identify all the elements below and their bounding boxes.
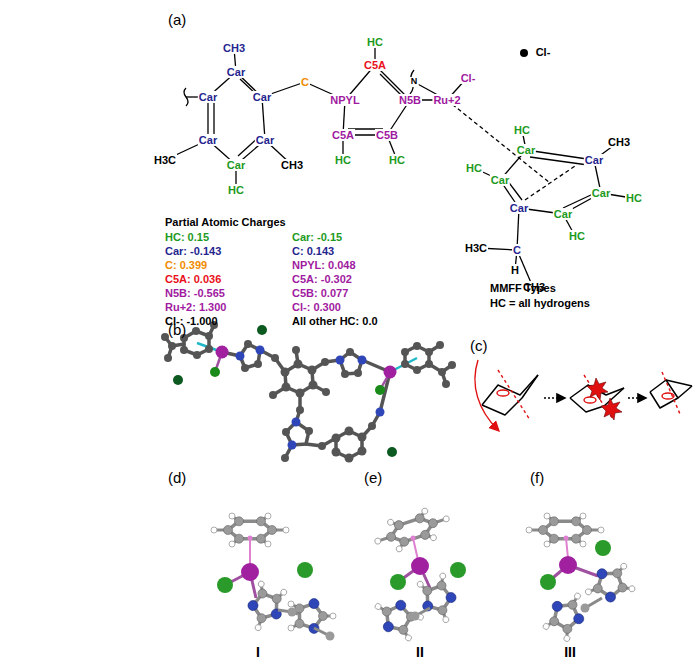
group-label: H3C — [464, 242, 488, 254]
charge-entry: NPYL: 0.048 — [292, 259, 356, 271]
group-label: CH3 — [607, 136, 631, 148]
atom-type-label: Car — [198, 134, 218, 146]
atom-type-label: C — [300, 76, 310, 88]
atom-type-label: HC — [366, 36, 384, 48]
charge-entry: All other HC: 0.0 — [292, 315, 378, 327]
atom-type-label: Car — [509, 202, 529, 214]
atom-type-label: HC — [465, 162, 483, 174]
panel-label: (f) — [530, 470, 544, 487]
atom-type-label: Car — [226, 66, 246, 78]
charge-entry: HC: 0.15 — [165, 231, 209, 243]
charge-entry: Car: -0.15 — [292, 231, 342, 243]
atom-type-label: Car — [553, 208, 573, 220]
charge-entry: C5B: 0.077 — [292, 287, 348, 299]
atom-type-label: HC — [227, 184, 245, 196]
atom-type-label: Ru+2 — [432, 94, 461, 106]
charge-entry: C: 0.399 — [165, 259, 207, 271]
conformer-label: I — [256, 645, 260, 660]
atom-type-label: HC — [568, 230, 586, 242]
atom-label: N — [410, 77, 419, 87]
charge-entry: Car: -0.143 — [165, 245, 221, 257]
legend-note: HC = all hydrogens — [490, 297, 590, 309]
charge-entry: Cl-: 0.300 — [292, 301, 341, 313]
panel-label: (c) — [470, 338, 488, 355]
atom-type-label: N5B — [398, 94, 422, 106]
panel-label: (a) — [168, 12, 186, 29]
charges-heading: Partial Atomic Charges — [165, 216, 286, 228]
panel-label: (b) — [168, 322, 186, 339]
atom-type-label: NPYL — [329, 94, 360, 106]
charge-entry: C5A: 0.036 — [165, 273, 221, 285]
atom-type-label: HC — [334, 154, 352, 166]
atom-label: H — [510, 264, 520, 276]
charge-entry: C: 0.143 — [292, 245, 334, 257]
charge-entry: C5A: -0.302 — [292, 273, 352, 285]
atom-type-label: C5A — [331, 129, 355, 141]
atom-type-label: CH3 — [222, 42, 246, 54]
atom-type-label: Car — [255, 134, 275, 146]
group-label: H3C — [153, 154, 177, 166]
atom-type-label: C5A — [363, 59, 387, 71]
atom-type-label: HC — [388, 154, 406, 166]
charge-entry: N5B: -0.565 — [165, 287, 225, 299]
atom-type-label: Car — [584, 154, 604, 166]
charge-entry: Ru+2: 1.300 — [165, 301, 226, 313]
atom-type-label: Cl- — [460, 72, 477, 84]
atom-type-label: Car — [198, 91, 218, 103]
atom-type-label: Car — [252, 91, 272, 103]
atom-type-label: C5B — [375, 129, 399, 141]
atom-type-label: Car — [490, 174, 510, 186]
legend-note: MMFF Types — [490, 282, 556, 294]
atom-type-label: C — [512, 244, 522, 256]
group-label: CH3 — [280, 159, 304, 171]
panel-label: (e) — [364, 470, 382, 487]
atom-type-label: Car — [516, 144, 536, 156]
atom-type-label: Car — [591, 187, 611, 199]
atom-type-label: HC — [625, 192, 643, 204]
atom-type-label: Car — [226, 159, 246, 171]
atom-type-label: HC — [513, 124, 531, 136]
panel-label: (d) — [168, 470, 186, 487]
conformer-label: II — [416, 645, 424, 660]
counterion-label: Cl- — [535, 46, 552, 58]
conformer-label: III — [564, 645, 576, 660]
